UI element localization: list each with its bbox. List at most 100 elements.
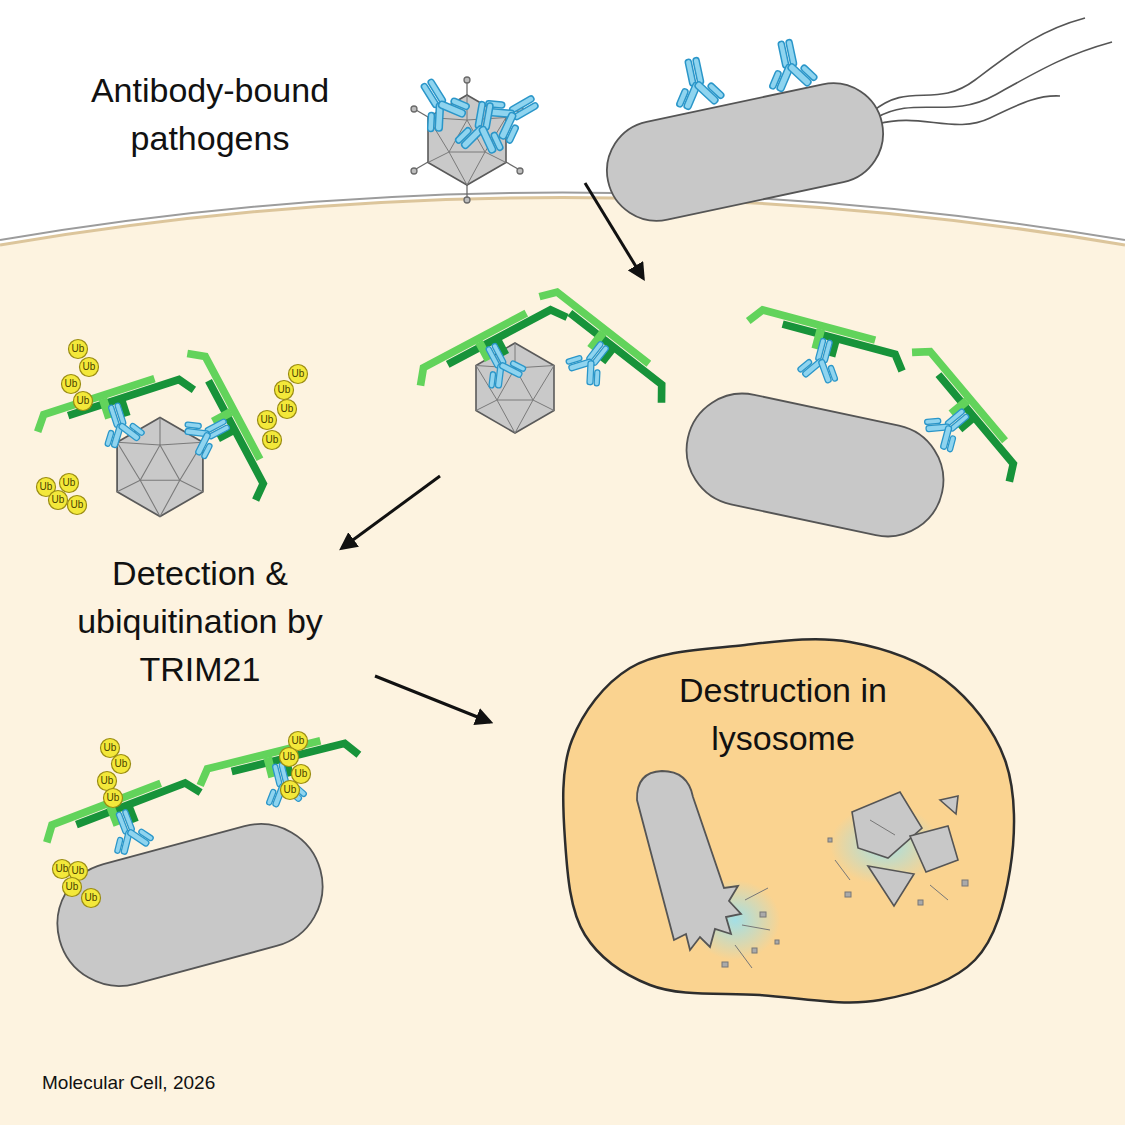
- virus: [476, 343, 554, 433]
- ubiquitin-circle: Ub: [67, 495, 87, 515]
- antibody: [453, 98, 511, 157]
- ubiquitin-label: Ub: [103, 788, 123, 808]
- ubiquitin-label: Ub: [73, 391, 93, 411]
- process-arrow: [342, 476, 440, 548]
- debris-line: [742, 925, 770, 930]
- trim21-antibody-complex: [514, 285, 675, 428]
- capsid-edge: [870, 820, 895, 835]
- ubiquitin-circle: Ub: [61, 374, 81, 394]
- ubiquitin-circle: Ub: [277, 399, 297, 419]
- ubiquitin-label: Ub: [67, 495, 87, 515]
- trim21-antibody-complex: [151, 347, 276, 516]
- flagellum: [878, 96, 1060, 125]
- antibody: [760, 35, 820, 95]
- debris-line: [745, 888, 768, 900]
- ubiquitin-circle: [278, 400, 297, 419]
- ubiquitin-circle: [292, 765, 311, 784]
- ubiquitin-circle: Ub: [262, 430, 282, 450]
- virus-fragment: [910, 826, 958, 872]
- debris-fragment: [775, 940, 779, 944]
- virus-spike: [416, 110, 428, 117]
- ubiquitin-label: Ub: [81, 888, 101, 908]
- ubiquitin-label: Ub: [274, 380, 294, 400]
- debris-fragment: [752, 948, 757, 953]
- ubiquitin-circle: Ub: [111, 754, 131, 774]
- virus-spike: [506, 110, 518, 117]
- ubiquitin-circle: Ub: [103, 788, 123, 808]
- virus: [428, 95, 506, 185]
- extracellular-virus: [405, 69, 548, 203]
- virus-fragment: [940, 796, 958, 814]
- ubiquitin-circle: [60, 474, 79, 493]
- virus-spike-tip: [411, 168, 417, 174]
- ubiquitin-circle: Ub: [279, 747, 299, 767]
- ubiquitin-circle: Ub: [68, 339, 88, 359]
- ubiquitin-circle: [263, 431, 282, 450]
- ubiquitin-circle: [69, 340, 88, 359]
- virus-spike-tip: [464, 197, 470, 203]
- virus-spike: [506, 162, 518, 169]
- step-label: Detection & ubiquitination by TRIM21: [70, 549, 330, 693]
- ubiquitin-circle: [280, 748, 299, 767]
- ubiquitin-label: Ub: [68, 339, 88, 359]
- bacterium: [598, 74, 893, 230]
- degradation-glow: [830, 805, 940, 885]
- ubiquitin-circle: [275, 381, 294, 400]
- ubiquitin-label: Ub: [79, 357, 99, 377]
- ubiquitin-circle: [104, 789, 123, 808]
- ubiquitin-circle: [63, 878, 82, 897]
- process-arrow: [375, 676, 490, 722]
- virus-spike-tip: [411, 106, 417, 112]
- ubiquitin-circle: Ub: [73, 391, 93, 411]
- ubiquitin-circle: [281, 781, 300, 800]
- ubiquitin-label: Ub: [48, 490, 68, 510]
- virus-spike-tip: [517, 168, 523, 174]
- debris-fragment: [828, 838, 832, 842]
- ubiquitin-circle: Ub: [79, 357, 99, 377]
- ubiquitin-circle: [112, 755, 131, 774]
- debris-fragment: [760, 912, 766, 917]
- broken-bacterium: [637, 771, 741, 950]
- ubiquitin-circle: Ub: [274, 380, 294, 400]
- ubiquitin-label: Ub: [262, 430, 282, 450]
- ubiquitin-circle: Ub: [257, 410, 277, 430]
- ubiquitin-circle: Ub: [81, 888, 101, 908]
- bacterium: [676, 383, 954, 547]
- virus-spike-tip: [464, 77, 470, 83]
- ubiquitin-circle: [68, 496, 87, 515]
- ubiquitin-circle: [82, 889, 101, 908]
- pathogen-label: Antibody-bound pathogens: [70, 66, 350, 162]
- trim21-antibody-complex: [42, 771, 213, 880]
- trim21-antibody-complex: [881, 343, 1027, 502]
- ubiquitin-label: Ub: [61, 374, 81, 394]
- ubiquitin-circle: Ub: [280, 780, 300, 800]
- antibody: [667, 53, 727, 113]
- trim21-antibody-complex: [738, 307, 908, 402]
- ubiquitin-circle: [74, 392, 93, 411]
- trim21-antibody-complex: [197, 732, 367, 825]
- ubiquitin-label: Ub: [111, 754, 131, 774]
- ubiquitin-label: Ub: [277, 399, 297, 419]
- ubiquitin-label: Ub: [279, 747, 299, 767]
- ubiquitin-label: Ub: [288, 364, 308, 384]
- ubiquitin-circle: Ub: [48, 490, 68, 510]
- virus-spike: [466, 185, 467, 198]
- virus-fragment: [852, 792, 922, 858]
- debris-fragment: [962, 880, 968, 886]
- ubiquitin-circle: [80, 358, 99, 377]
- virus-spike: [416, 162, 428, 169]
- ubiquitin-label: Ub: [280, 780, 300, 800]
- debris-line: [735, 945, 752, 968]
- process-arrow: [585, 183, 643, 278]
- ubiquitin-circle: [98, 772, 117, 791]
- antibody: [405, 69, 475, 139]
- extracellular-bacterium: [598, 18, 1112, 230]
- ubiquitin-circle: Ub: [62, 877, 82, 897]
- flagellum: [872, 18, 1085, 112]
- ubiquitin-circle: Ub: [288, 364, 308, 384]
- virus-fragment: [868, 866, 914, 906]
- virus-spike-tip: [517, 106, 523, 112]
- source-credit: Molecular Cell, 2026: [42, 1071, 342, 1095]
- antibody: [479, 79, 548, 148]
